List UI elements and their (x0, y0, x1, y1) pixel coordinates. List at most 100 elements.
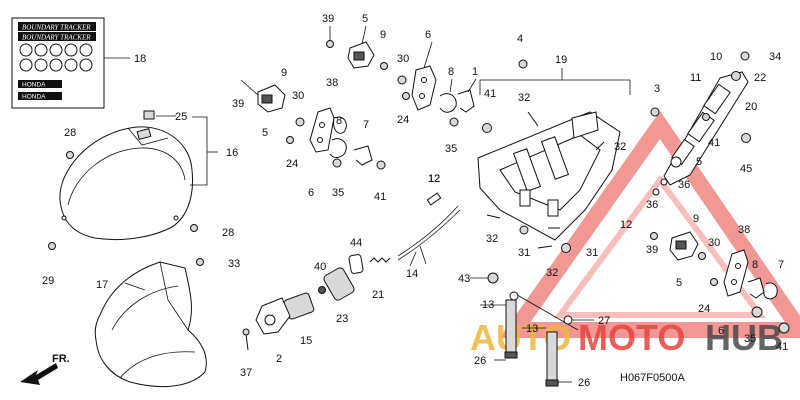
leader-lines (156, 25, 594, 383)
sticker-text-1: BOUNDARY TRACKER (22, 24, 91, 32)
callout-6: 6 (308, 187, 314, 199)
callout-19: 19 (555, 54, 567, 66)
callout-29: 29 (42, 275, 54, 287)
callout-5: 5 (696, 156, 702, 168)
callout-28: 28 (222, 227, 234, 239)
callout-30: 30 (292, 90, 304, 102)
callout-41: 41 (374, 191, 386, 203)
callout-21: 21 (372, 289, 384, 301)
callout-6: 6 (718, 325, 724, 337)
callout-39: 39 (232, 98, 244, 110)
bolts-lower (487, 272, 579, 387)
sticker-strip-1 (18, 22, 96, 31)
callout-7: 7 (778, 259, 784, 271)
callout-33: 33 (228, 258, 240, 270)
callout-34: 34 (769, 51, 781, 63)
callout-43: 43 (458, 273, 470, 285)
callout-13: 13 (526, 323, 538, 335)
callout-32: 32 (486, 233, 498, 245)
switch-cluster-top (326, 40, 492, 133)
callout-16: 16 (226, 147, 238, 159)
callout-8: 8 (336, 115, 342, 127)
callout-10: 10 (710, 51, 722, 63)
lower-cover (94, 261, 207, 388)
callout-35: 35 (332, 187, 344, 199)
steering-column (650, 51, 751, 196)
diagram-code: H067F0500A (620, 372, 685, 384)
callout-9: 9 (380, 29, 386, 41)
callout-11: 11 (690, 72, 701, 84)
callout-26: 26 (578, 377, 590, 389)
callout-5: 5 (262, 127, 268, 139)
callout-26: 26 (474, 355, 486, 367)
callout-3: 3 (654, 83, 660, 95)
callout-31: 31 (586, 247, 598, 259)
callout-27: 27 (598, 315, 610, 327)
decal-text-2: HONDA (22, 94, 46, 101)
callout-4: 4 (517, 33, 523, 45)
callout-24: 24 (698, 303, 710, 315)
callout-5: 5 (676, 277, 682, 289)
callout-numbers: 39 5 9 6 30 24 8 1 41 35 4 19 10 34 22 1… (42, 13, 788, 389)
callout-35: 35 (445, 143, 457, 155)
sticker-circles (19, 43, 93, 72)
callout-41: 41 (484, 88, 496, 100)
callout-15: 15 (300, 335, 312, 347)
callout-35: 35 (744, 333, 756, 345)
callout-6: 6 (425, 29, 431, 41)
decal-strip-1 (18, 80, 62, 88)
callout-25: 25 (175, 111, 187, 123)
watermark-word-hub: HUB (705, 317, 783, 358)
callout-12: 12 (428, 173, 440, 185)
watermark-word-moto: MOTO (578, 317, 685, 358)
callout-23: 23 (336, 313, 348, 325)
watermark-triangle (499, 110, 800, 338)
cable-and-lever (242, 192, 461, 351)
callout-7: 7 (363, 119, 369, 131)
callout-31: 31 (518, 247, 530, 259)
callout-8: 8 (752, 259, 758, 271)
callout-30: 30 (397, 53, 409, 65)
callout-9: 9 (281, 67, 287, 79)
decal-text-1: HONDA (22, 82, 46, 89)
callout-44: 44 (350, 237, 362, 249)
switch-cluster-right (650, 231, 790, 334)
callout-17: 17 (96, 279, 108, 291)
callout-2: 2 (276, 353, 282, 365)
switch-cluster-left (240, 79, 386, 170)
callout-32: 32 (518, 92, 530, 104)
callout-45: 45 (740, 163, 752, 175)
callout-36: 36 (646, 199, 658, 211)
callout-18: 18 (134, 53, 146, 65)
callout-24: 24 (286, 158, 298, 170)
misc-fasteners (48, 110, 204, 266)
callout-41: 41 (708, 137, 720, 149)
callout-40: 40 (314, 261, 326, 273)
label-sheet: BOUNDARY TRACKER BOUNDARY TRACKER HONDA … (11, 17, 130, 109)
callout-36: 36 (678, 179, 690, 191)
decal-strip-2 (18, 92, 62, 100)
front-direction-label: FR. (52, 353, 70, 365)
callout-12: 12 (620, 219, 632, 231)
callout-8: 8 (448, 66, 454, 78)
callout-22: 22 (754, 72, 766, 84)
callout-32: 32 (614, 141, 626, 153)
callout-12: 12 (428, 173, 440, 185)
callout-38: 38 (738, 224, 750, 236)
callout-14: 14 (406, 268, 418, 280)
callout-24: 24 (397, 114, 409, 126)
callout-5: 5 (362, 13, 368, 25)
callout-28: 28 (64, 127, 76, 139)
callout-20: 20 (745, 101, 757, 113)
callout-41: 41 (776, 341, 788, 353)
callout-30: 30 (708, 237, 720, 249)
callout-9: 9 (693, 213, 699, 225)
front-direction-arrow: FR. (20, 353, 70, 385)
main-bracket (477, 59, 631, 253)
callout-39: 39 (322, 13, 334, 25)
callout-38: 38 (326, 77, 338, 89)
callout-39: 39 (646, 244, 658, 256)
upper-cover (59, 116, 218, 241)
watermark-triangle-inner (554, 174, 766, 318)
